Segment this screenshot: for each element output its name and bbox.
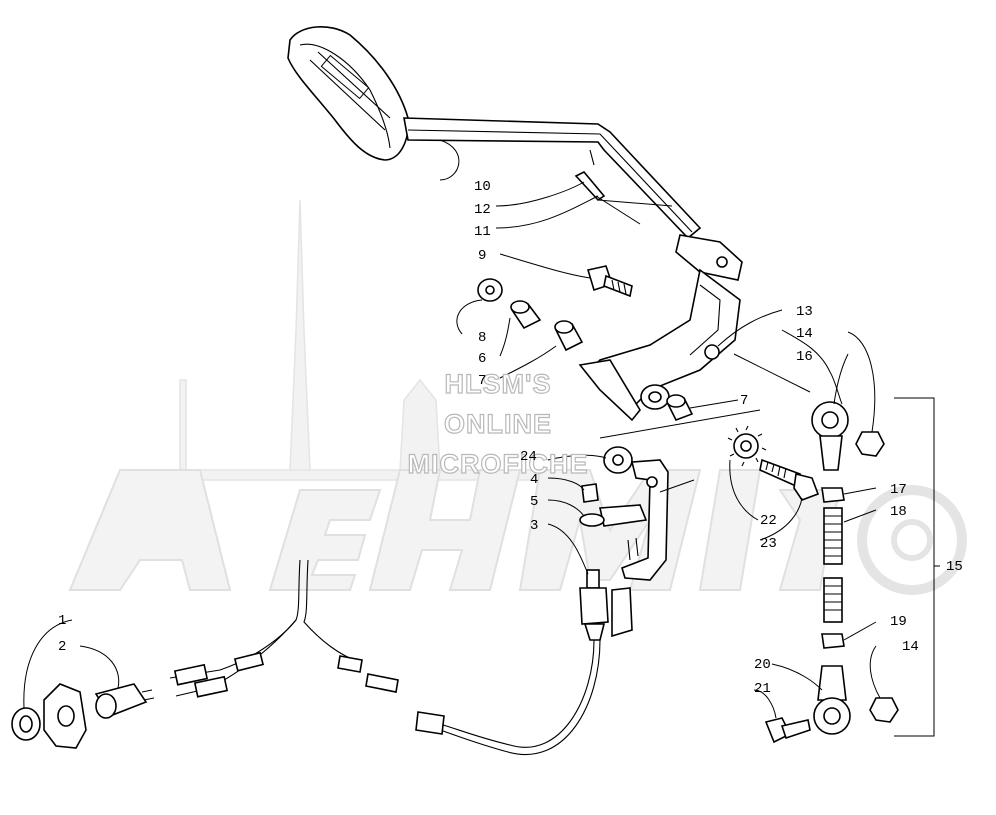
callout-14-upper: 14 [796,326,813,342]
nut-4 [581,483,599,503]
callout-20: 20 [754,657,771,673]
nut-14-lower [869,697,899,723]
callout-13: 13 [796,304,813,320]
bushing-7-lower [666,394,694,422]
callout-1: 1 [58,613,66,629]
threaded-rod-18 [823,507,843,623]
callout-24: 24 [520,449,537,465]
watermark-line-1: HLSM'S [445,369,552,399]
callout-23: 23 [760,536,777,552]
callout-17: 17 [890,482,907,498]
nut-19 [821,633,845,649]
washer-5 [579,513,605,527]
wire-harness [169,559,399,698]
callout-10: 10 [474,179,491,195]
bolt-23 [759,458,820,501]
switch-2 [94,683,155,719]
leader-lines [23,139,881,719]
bushing-7-upper [554,320,584,352]
callout-18: 18 [890,504,907,520]
star-nut-22 [727,425,767,467]
bushing-6 [510,300,542,330]
callout-15: 15 [946,559,963,575]
callout-19: 19 [890,614,907,630]
switch-bracket [599,459,669,638]
nut-14-upper [855,431,885,457]
washer-24 [603,446,633,474]
watermark-text: HLSM'S ONLINE MICROFICHE [407,368,589,479]
callout-12: 12 [474,202,491,218]
callout-22: 22 [760,513,777,529]
callout-6: 6 [478,351,486,367]
callout-9: 9 [478,248,486,264]
bolt-21 [764,717,811,744]
assembly-bracket-15 [894,397,940,737]
watermark-line-3: MICROFICHE [408,449,589,479]
pivot-bracket [578,268,741,422]
callout-11: 11 [474,224,491,240]
callout-7-left: 7 [478,373,486,389]
callout-4: 4 [530,472,538,488]
watermark-line-2: ONLINE [444,409,552,439]
rod-end-lower-20 [813,665,851,735]
switch-3 [415,569,609,755]
mount-plate [43,683,87,749]
callout-16: 16 [796,349,813,365]
callout-labels: 10 12 11 9 8 6 7 7 13 14 16 24 4 5 3 22 … [58,179,963,697]
nut-17 [821,487,845,503]
rod-end-upper-16 [811,401,849,471]
callout-7-right: 7 [740,393,748,409]
callout-8: 8 [478,330,486,346]
pin-11-12 [574,149,606,202]
callout-14-lower: 14 [902,639,919,655]
lever-handle [287,25,743,281]
bolt-9 [586,265,633,298]
callout-3: 3 [530,518,538,534]
callout-21: 21 [754,681,771,697]
washer-8 [477,278,503,302]
cap-1 [11,707,41,741]
callout-2: 2 [58,639,66,655]
callout-5: 5 [530,494,538,510]
